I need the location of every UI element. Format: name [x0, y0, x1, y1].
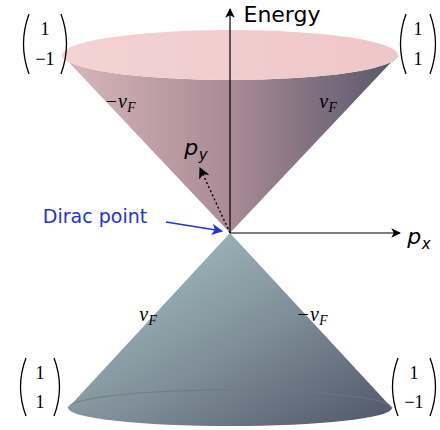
- lower-cone-rim: [68, 390, 392, 408]
- vector-bracket: [393, 358, 399, 416]
- symbol-subscript: F: [149, 313, 157, 328]
- symbol-subscript: x: [422, 235, 431, 253]
- vector-entry: 1: [414, 50, 423, 68]
- py-axis: [200, 168, 230, 233]
- velocity-label: −vF: [296, 304, 327, 324]
- vector-entry: 1: [41, 20, 50, 38]
- symbol-base: −v: [296, 303, 318, 325]
- symbol-base: v: [139, 303, 148, 325]
- vector-bracket: [61, 14, 67, 74]
- energy-axis: [229, 9, 230, 233]
- velocity-label: vF: [319, 91, 337, 111]
- vector-bracket: [401, 14, 407, 74]
- symbol-subscript: F: [127, 100, 135, 115]
- vector-bracket: [430, 14, 436, 74]
- symbol-base: p: [184, 135, 198, 160]
- dirac-point-pointer: [166, 222, 222, 231]
- symbol-subscript: y: [199, 146, 208, 164]
- vector-entry: 1: [414, 20, 423, 38]
- symbol-base: p: [407, 224, 421, 249]
- velocity-label: −vF: [104, 91, 135, 111]
- vector-bracket: [21, 358, 27, 416]
- dirac-point-label: Dirac point: [43, 207, 147, 226]
- axis-label: px: [407, 226, 430, 248]
- vector-entry: −1: [404, 393, 423, 411]
- vector-entry: −1: [35, 50, 54, 68]
- axis-label: py: [184, 137, 207, 159]
- symbol-base: v: [319, 90, 328, 112]
- vector-entry: 1: [36, 364, 45, 382]
- symbol-base: −v: [104, 90, 126, 112]
- vector-bracket: [54, 358, 60, 416]
- px-axis: [230, 232, 400, 233]
- symbol-subscript: F: [319, 313, 327, 328]
- axis-label: Energy: [243, 4, 320, 26]
- velocity-label: vF: [139, 304, 157, 324]
- vector-bracket: [430, 358, 436, 416]
- vector-bracket: [24, 14, 30, 74]
- vector-entry: 1: [36, 393, 45, 411]
- vector-entry: 1: [410, 364, 419, 382]
- symbol-subscript: F: [329, 100, 337, 115]
- lower-cone: [68, 233, 392, 426]
